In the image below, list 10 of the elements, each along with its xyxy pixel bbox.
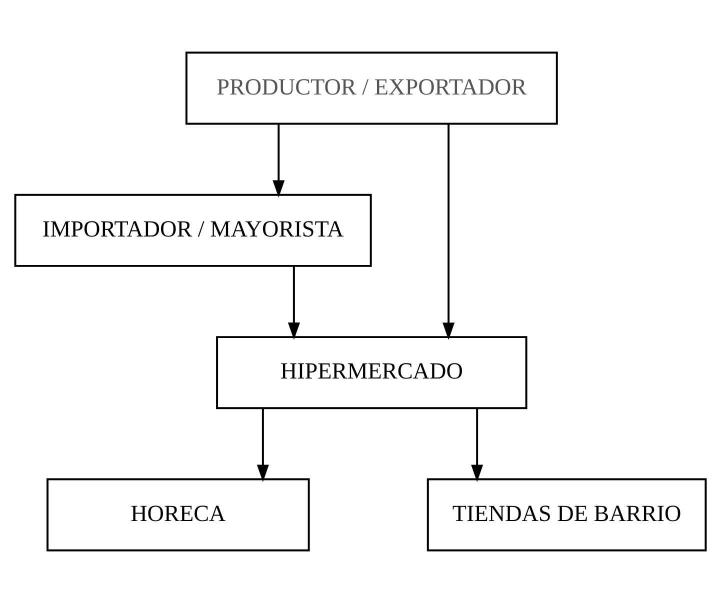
node-box: PRODUCTOR / EXPORTADOR xyxy=(185,52,558,125)
node-box: HIPERMERCADO xyxy=(216,336,528,410)
arrow xyxy=(256,408,269,482)
node-box: IMPORTADOR / MAYORISTA xyxy=(14,194,372,267)
node-box: TIENDAS DE BARRIO xyxy=(426,478,707,552)
node-box: HORECA xyxy=(46,478,310,552)
arrow xyxy=(272,124,285,198)
arrow xyxy=(288,266,300,340)
arrow xyxy=(471,408,484,482)
arrow xyxy=(442,124,455,340)
